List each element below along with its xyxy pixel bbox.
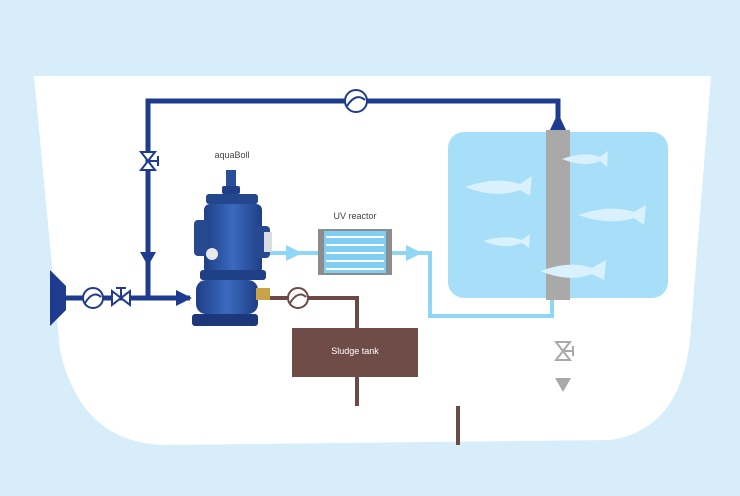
fish-icon — [465, 151, 646, 280]
pump-icon — [82, 287, 104, 309]
flow-arrow-icon — [176, 290, 192, 306]
valve-icon — [553, 341, 574, 361]
pump-icon — [344, 89, 368, 113]
valve-icon — [138, 151, 159, 171]
uv-reactor — [318, 229, 392, 275]
inlet-icon — [50, 270, 66, 326]
flow-arrow-icon — [550, 113, 566, 130]
filter-label: aquaBoll — [214, 150, 249, 160]
flow-arrow-icon — [286, 245, 302, 261]
flow-arrow-icon — [140, 252, 156, 266]
sludge-tank-label: Sludge tank — [331, 346, 379, 356]
pump-icon — [287, 287, 309, 309]
flow-arrow-icon — [406, 245, 422, 261]
flow-arrow-icon — [555, 378, 571, 392]
uv-reactor-label: UV reactor — [333, 211, 376, 221]
valve-icon — [111, 287, 131, 308]
sludge-tank — [292, 328, 418, 377]
aquaboll-filter — [192, 170, 272, 326]
